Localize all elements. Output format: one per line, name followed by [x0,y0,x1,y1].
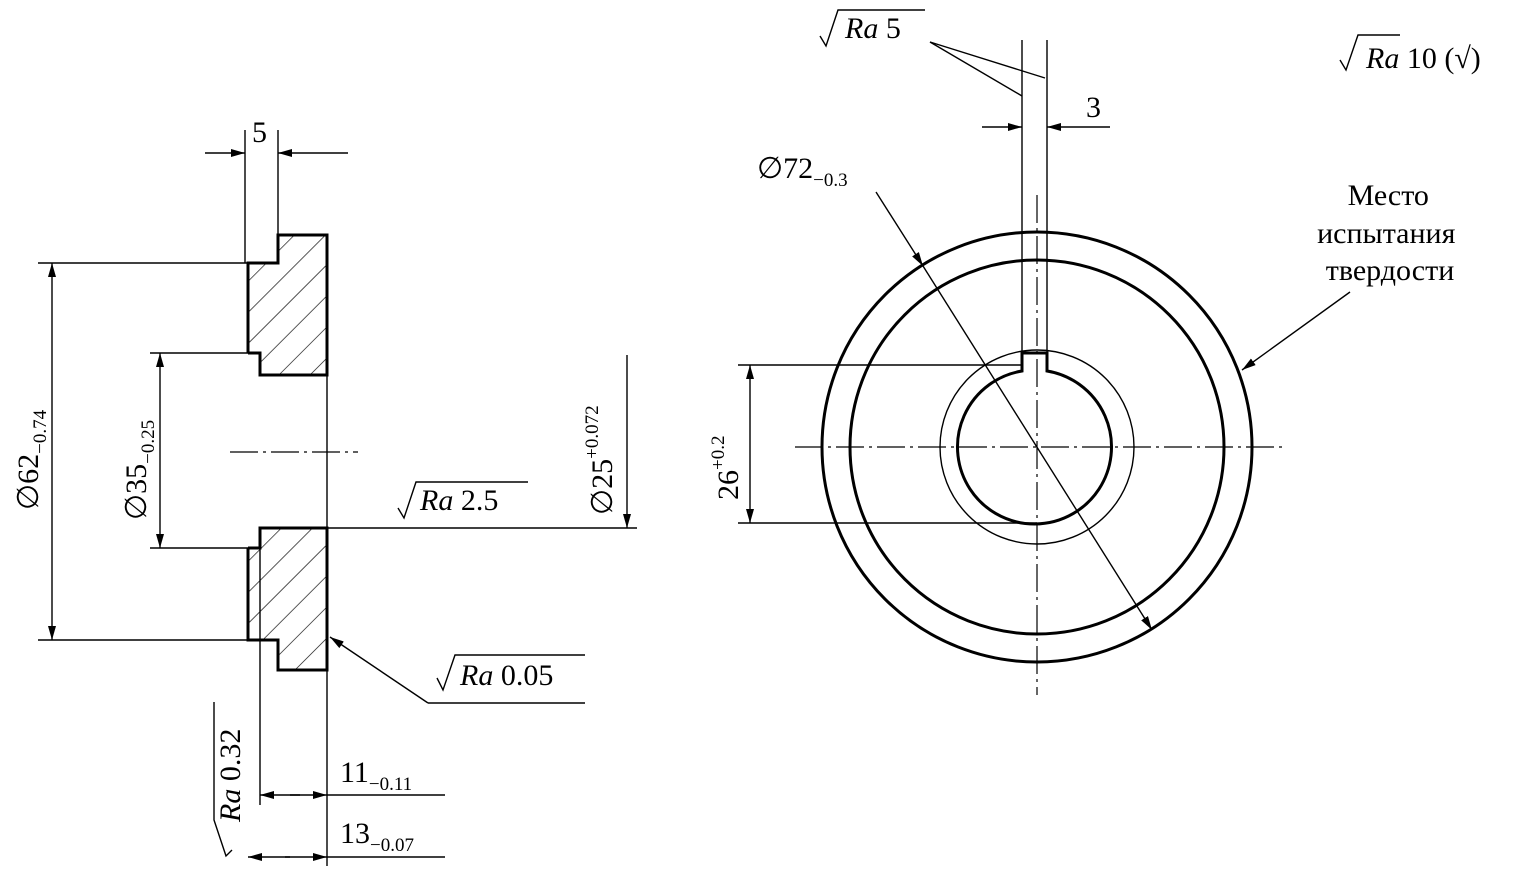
svg-text:Ra 0.32: Ra 0.32 [214,729,247,823]
svg-text:Ra 10 (√): Ra 10 (√) [1365,42,1481,75]
general-roughness: Ra 10 (√) [1339,34,1481,75]
svg-text:Ra 0.05: Ra 0.05 [459,659,553,692]
section-view: 5 ∅62−0.74 ∅35−0.25 ∅25+0.072 Ra 2.5 [12,116,637,866]
dim-length-11: 11−0.11 [340,756,412,795]
front-view: Ra 5 3 ∅72−0.3 26+0.2 Место испытания тв… [708,9,1463,695]
dim-width-top: 5 [252,116,267,149]
roughness-bore: Ra 2.5 [397,481,528,520]
dim-bore: ∅25+0.072 [582,405,619,515]
bore-with-keyway [956,351,1113,526]
dim-counterbore: ∅35−0.25 [120,420,159,520]
svg-text:Ra 5: Ra 5 [844,12,901,45]
hatch-upper [248,235,327,375]
dim-key-depth: 26+0.2 [708,436,745,500]
dim-key-width: 3 [1086,91,1101,124]
dim-diameter: ∅72−0.3 [757,152,848,191]
roughness-left: Ra 0.32 [213,702,247,858]
hatch-lower [248,528,327,670]
dim-outer-diameter: ∅62−0.74 [12,409,51,510]
roughness-key: Ra 5 [819,9,1046,97]
hardness-test-note: Место испытания твердости [1317,179,1463,287]
part-outline-upper [246,233,329,377]
roughness-face: Ra 0.05 [329,636,585,704]
svg-text:Ra 2.5: Ra 2.5 [419,484,498,517]
dim-length-13: 13−0.07 [340,817,414,856]
